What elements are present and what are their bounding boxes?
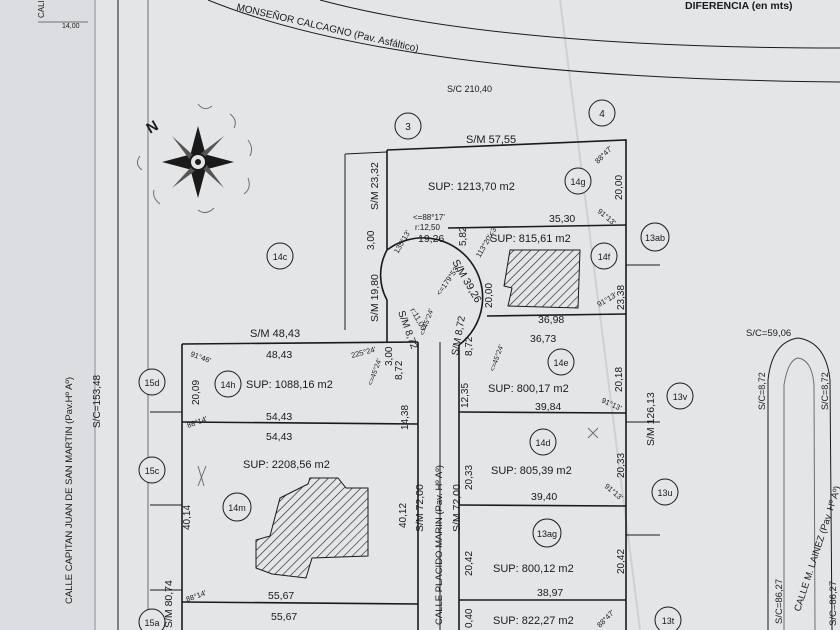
lot-bottom-area: SUP: 822,27 m2 (493, 615, 574, 627)
neighbor-13u: 13u (657, 488, 672, 498)
lot-14h-id: 14h (220, 380, 235, 390)
dim-5567b: 55,67 (271, 611, 297, 623)
sc-5906: S/C=59,06 (746, 328, 791, 339)
neighbor-4: 4 (599, 109, 605, 120)
dim-2009: 20,09 (191, 380, 202, 405)
dim-582: 5,82 (458, 226, 469, 246)
dim-2000a: 20,00 (614, 175, 625, 200)
pencil-marks (197, 427, 599, 487)
street-placido: CALLE PLACIDO MARIN (Pav. Hº Aº) (434, 465, 445, 625)
dim-3984: 39,84 (535, 401, 561, 413)
dim-r1250: r:12,50 (415, 223, 440, 232)
dim-872c: 8,72 (394, 360, 405, 380)
dim-2000b: 20,00 (484, 283, 495, 308)
dim-1438: 14,38 (400, 405, 411, 430)
lot-markers: 14g 14f 14h 14e 14d 14m 13ag (214, 167, 618, 548)
dim-3897: 38,97 (537, 587, 563, 599)
lot-14d-area: SUP: 805,39 m2 (491, 465, 572, 477)
dim-5567a: 55,67 (268, 590, 294, 602)
neighbor-3: 3 (405, 122, 411, 133)
neighbor-13t: 13t (662, 616, 675, 626)
sm-8074: S/M 80,74 (163, 580, 175, 628)
side-dimensions: 20,00 35,30 19,26 5,82 20,00 23,38 36,98… (182, 175, 627, 628)
lot-14e-area: SUP: 800,17 m2 (488, 383, 569, 395)
dim-2018: 20,18 (614, 367, 625, 392)
dim-5443b: 54,43 (266, 431, 292, 443)
sm-4843: S/M 48,43 (250, 328, 300, 340)
compass-rose: N (136, 103, 253, 214)
lot-14g-id: 14g (570, 177, 585, 187)
dim-300b: 3,00 (384, 346, 395, 366)
lot-areas: SUP: 1213,70 m2 SUP: 815,61 m2 SUP: 1088… (243, 181, 574, 627)
dim-3940: 39,40 (531, 491, 557, 503)
lot-14d-id: 14d (535, 438, 550, 448)
neighbor-15a: 15a (144, 618, 159, 628)
dim-3673: 36,73 (530, 333, 556, 345)
neighbor-markers: 3 4 14c 13ab 15d 13v 15c 13u 15a 13t (138, 99, 694, 630)
sm-2332: S/M 23,32 (369, 162, 381, 210)
corner-label: CALI (37, 0, 46, 18)
dim-872a: 8,72 (464, 336, 475, 356)
dim-3530: 35,30 (549, 213, 575, 225)
dim-4843: 48,43 (266, 349, 292, 361)
dim-4012: 40,12 (398, 503, 409, 528)
building-14f (503, 249, 581, 309)
sm-12613: S/M 126,13 (645, 392, 657, 446)
lot-14m-area: SUP: 2208,56 m2 (243, 459, 330, 471)
lot-14m-id: 14m (228, 503, 246, 513)
corner-dim: 14,00 (62, 23, 80, 30)
neighbor-13ab: 13ab (645, 233, 665, 243)
dim-2042b: 20,42 (616, 549, 627, 574)
dim-4014a: 40,14 (182, 505, 193, 530)
sc-872a: S/C=8,72 (757, 372, 767, 410)
dim-5443a: 54,43 (266, 411, 292, 423)
sc-210: S/C 210,40 (447, 84, 492, 94)
lot-13ag-id: 13ag (537, 529, 557, 539)
sc-8627b: S/C=86,27 (828, 581, 839, 626)
angle-8817: <=88°17' (413, 213, 445, 222)
neighbor-15d: 15d (144, 378, 159, 388)
lot-14g-area: SUP: 1213,70 m2 (428, 181, 515, 193)
dim-1926: 19,26 (418, 233, 444, 245)
dim-2338: 23,38 (616, 285, 627, 310)
dim-2033b: 20,33 (616, 453, 627, 478)
difference-label: DIFERENCIA (en mts) (685, 0, 793, 12)
dim-1235: 12,35 (460, 383, 471, 408)
lot-13ag-area: SUP: 800,12 m2 (493, 563, 574, 575)
building-14m (255, 477, 369, 579)
sc-8627a: S/C=86,27 (774, 579, 785, 624)
sc-15348: S/C=153,48 (92, 374, 103, 428)
neighbor-14c: 14c (273, 252, 288, 262)
sm-1980: S/M 19,80 (369, 274, 381, 322)
dim-300a: 3,00 (366, 230, 377, 250)
lot-14h-area: SUP: 1088,16 m2 (246, 379, 333, 391)
sm-7200b: S/M 72,00 (451, 484, 463, 532)
building-footprints (255, 249, 581, 579)
neighbor-15c: 15c (145, 466, 160, 476)
sc-872b: S/C=8,72 (820, 372, 830, 410)
sm-7200a: S/M 72,00 (414, 484, 426, 532)
lot-14f-id: 14f (598, 252, 611, 262)
lot-14f-area: SUP: 815,61 m2 (490, 233, 571, 245)
dim-2033a: 20,33 (464, 465, 475, 490)
lot-14e-id: 14e (553, 358, 568, 368)
neighbor-13v: 13v (673, 392, 688, 402)
dim-040: 0,40 (464, 608, 475, 628)
top-left-corner: CALI 14,00 (37, 0, 88, 30)
sm-5755: S/M 57,55 (466, 134, 516, 146)
dim-2042a: 20,42 (464, 551, 475, 576)
dim-3698: 36,98 (538, 314, 564, 326)
lot-lines (150, 139, 660, 630)
street-san-martin: CALLE CAPITAN JUAN DE SAN MARTIN (Pav.Hº… (64, 377, 75, 604)
street-edges (117, 0, 840, 630)
